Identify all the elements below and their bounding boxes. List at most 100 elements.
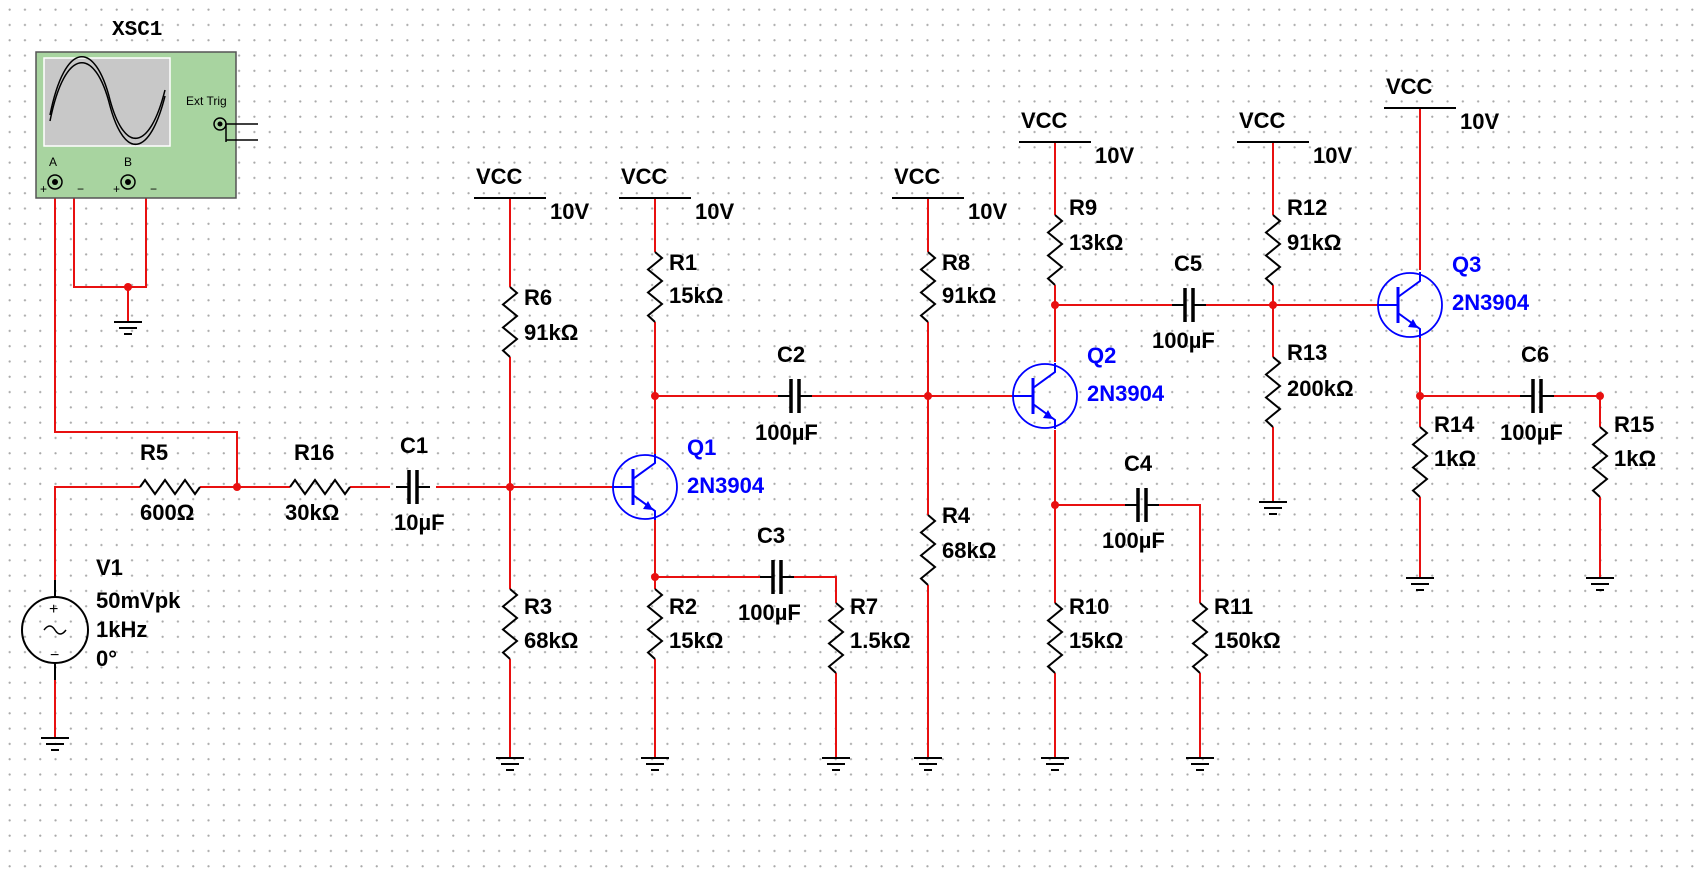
resistor-refdes: R7 [850,594,878,619]
resistor-zigzag-icon [646,588,664,660]
scope-waveform-icon [49,56,166,140]
svg-text:+: + [40,182,47,196]
resistor-value: 15kΩ [1069,628,1123,653]
resistor-refdes: R2 [669,594,697,619]
resistor-value: 91kΩ [1287,230,1341,255]
transistor-model: 2N3904 [687,473,765,498]
resistor-refdes: R8 [942,250,970,275]
resistor-value: 15kΩ [669,628,723,653]
capacitor-refdes: C1 [400,433,428,458]
capacitor-value: 100µF [1102,528,1165,553]
capacitor-value: 100µF [755,420,818,445]
ext-trig-terminal[interactable] [213,117,258,142]
capacitor-refdes: C2 [777,342,805,367]
junction-dots [124,283,1604,581]
resistor-zigzag-icon [1046,214,1064,286]
capacitor-value: 100µF [1500,420,1563,445]
capacitor-refdes: C4 [1124,451,1153,476]
resistor-value: 30kΩ [285,500,339,525]
capacitor-value: 100µF [738,600,801,625]
vcc-supply[interactable]: VCC 10V [1384,74,1499,134]
resistor-zigzag-icon [1264,356,1282,428]
resistor-zigzag-icon [1046,602,1064,674]
ac-voltage-source-v1[interactable]: + − V1 50mVpk 1kHz 0° [21,555,181,680]
transistor-q2[interactable]: Q2 2N3904 [1012,343,1165,429]
resistor-refdes: R5 [140,440,168,465]
resistor-refdes: R1 [669,250,697,275]
vcc-voltage-label: 10V [1460,109,1499,134]
channel-a-label: A [49,155,57,169]
resistor-refdes: R16 [294,440,334,465]
capacitor-refdes: C6 [1521,342,1549,367]
resistor-refdes: R12 [1287,195,1327,220]
vcc-voltage-label: 10V [695,199,734,224]
svg-text:+: + [113,182,120,196]
oscilloscope-xsc1[interactable]: XSC1 Ext Trig A B + − + − [35,19,258,199]
transistor-refdes: Q2 [1087,343,1116,368]
capacitor-c2[interactable]: C2 100µF [755,342,818,445]
resistor-zigzag-icon [1591,426,1609,498]
capacitor-refdes: C3 [757,523,785,548]
resistor-r12[interactable]: R12 91kΩ [1264,195,1341,286]
v1-refdes: V1 [96,555,123,580]
resistor-value: 68kΩ [942,538,996,563]
resistor-value: 200kΩ [1287,376,1354,401]
vcc-label: VCC [476,164,523,189]
v1-amplitude: 50mVpk [96,588,181,613]
capacitor-c3[interactable]: C3 100µF [738,523,801,625]
channel-a-terminal[interactable]: + − [40,174,84,196]
resistor-zigzag-icon [289,478,351,496]
vcc-label: VCC [1021,108,1068,133]
channel-b-terminal[interactable]: + − [113,174,157,196]
transistor-model: 2N3904 [1087,381,1165,406]
capacitor-c4[interactable]: C4 100µF [1102,451,1165,553]
resistor-refdes: R9 [1069,195,1097,220]
capacitor-value: 100µF [1152,328,1215,353]
resistor-r2[interactable]: R2 15kΩ [646,588,723,660]
ext-trig-label: Ext Trig [186,94,227,108]
resistor-value: 1kΩ [1434,446,1476,471]
resistor-value: 91kΩ [942,283,996,308]
resistor-value: 15kΩ [669,283,723,308]
capacitor-c6[interactable]: C6 100µF [1500,342,1563,445]
vcc-label: VCC [1239,108,1286,133]
svg-text:+: + [49,601,58,618]
resistor-refdes: R3 [524,594,552,619]
resistors: R5600ΩR1630kΩR691kΩR368kΩR115kΩR215kΩR71… [139,195,1656,674]
resistor-zigzag-icon [501,588,519,660]
resistor-r4[interactable]: R4 68kΩ [919,503,996,586]
resistor-r1[interactable]: R1 15kΩ [646,250,723,323]
resistor-zigzag-icon [919,251,937,323]
resistor-r9[interactable]: R9 13kΩ [1046,195,1123,286]
resistor-refdes: R4 [942,503,971,528]
ground-symbols [40,321,1615,771]
vcc-label: VCC [1386,74,1433,99]
resistor-value: 13kΩ [1069,230,1123,255]
resistor-r16[interactable]: R16 30kΩ [285,440,351,525]
transistor-refdes: Q1 [687,435,716,460]
resistor-value: 1kΩ [1614,446,1656,471]
resistor-r7[interactable]: R7 1.5kΩ [827,594,910,674]
resistor-zigzag-icon [501,286,519,358]
resistor-r8[interactable]: R8 91kΩ [919,250,996,323]
transistor-q1[interactable]: Q1 2N3904 [612,435,765,520]
resistor-value: 1.5kΩ [850,628,910,653]
